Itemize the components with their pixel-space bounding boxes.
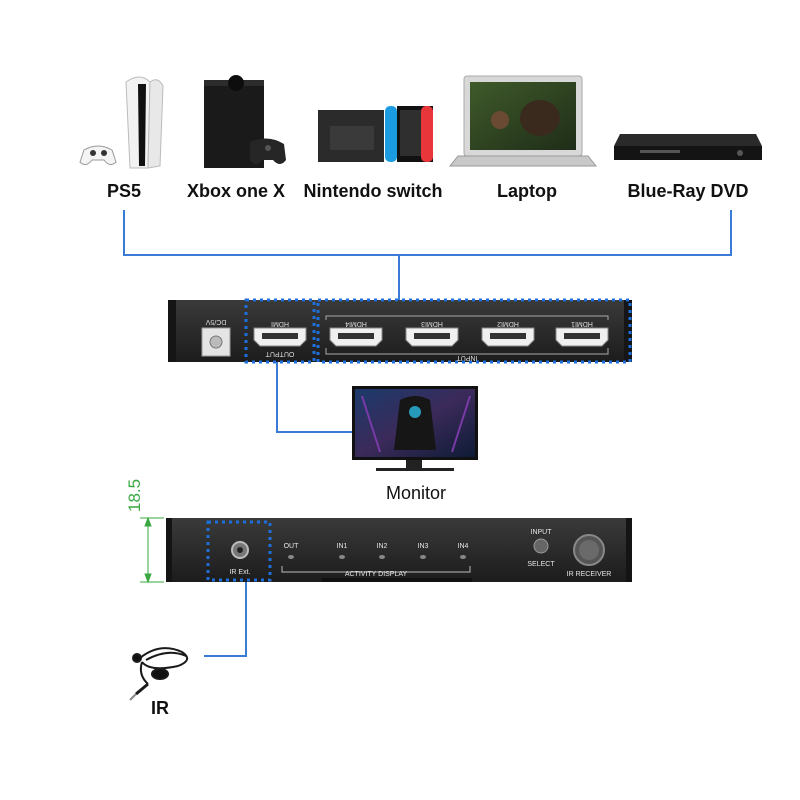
- source-connector: [123, 210, 732, 300]
- output-connector: [276, 362, 352, 433]
- ir-label: IR: [151, 698, 169, 718]
- input-select-button[interactable]: [533, 538, 549, 554]
- device-label-ps5: PS5: [106, 181, 142, 201]
- monitor-label: Monitor: [385, 483, 447, 503]
- activity-bracket: [281, 566, 471, 573]
- device-label-laptop: Laptop: [497, 181, 557, 201]
- output-port-label: HDMI: [271, 320, 289, 327]
- back-panel: [168, 300, 632, 362]
- output-highlight: [244, 298, 316, 364]
- ir-cable-icon: [129, 647, 189, 701]
- device-label-xbox: Xbox one X: [186, 181, 285, 201]
- device-label-switch: Nintendo switch: [303, 181, 443, 201]
- device-label-bluray: Blue-Ray DVD: [627, 181, 749, 201]
- input-label: INPUT: [531, 529, 553, 536]
- input-port-label: HDMI1: [571, 320, 593, 327]
- indicator-label: IN4: [458, 543, 469, 550]
- input-bracket: [325, 315, 609, 355]
- input-group-label: INPUT: [456, 354, 478, 361]
- input-port-label: HDMI4: [345, 320, 367, 327]
- ir-connector: [204, 582, 247, 657]
- nintendo-switch-icon: [318, 106, 433, 162]
- indicator-label: IN1: [337, 543, 348, 550]
- ir-receiver-window: [573, 534, 605, 566]
- dimension-marker: [140, 516, 164, 584]
- input-port-label: HDMI3: [421, 320, 443, 327]
- ir-ext-label: IR Ext.: [229, 569, 250, 576]
- select-label: SELECT: [527, 561, 555, 568]
- indicator-leds: [288, 555, 466, 559]
- hdmi-input-ports: [329, 327, 609, 347]
- ir-ext-highlight: [206, 520, 272, 582]
- ir-receiver-label: IR RECEIVER: [567, 571, 612, 578]
- ir-ext-jack: [231, 541, 249, 559]
- ps5-console-icon: [79, 76, 164, 169]
- dimension-label: 18.5: [125, 479, 144, 512]
- bluray-player-icon: [614, 134, 762, 160]
- hdmi-output-port: [253, 327, 307, 347]
- input-highlight: [316, 298, 632, 364]
- monitor-icon: [352, 386, 478, 471]
- indicator-label: IN2: [377, 543, 388, 550]
- xbox-console-icon: [204, 75, 286, 168]
- input-port-label: HDMI2: [497, 320, 519, 327]
- indicator-label: IN3: [418, 543, 429, 550]
- indicator-label: OUT: [284, 543, 300, 550]
- laptop-icon: [448, 75, 598, 167]
- output-group-label: OUTPUT: [265, 350, 295, 357]
- power-label: DC/5V: [205, 318, 226, 325]
- activity-display-label: ACTIVITY DISPLAY: [345, 571, 408, 578]
